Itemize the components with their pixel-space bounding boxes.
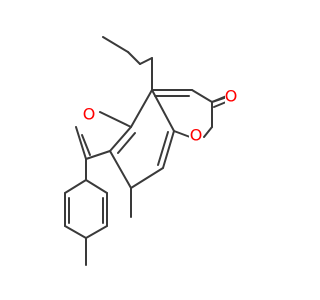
bond [151,89,175,132]
bond-lines [64,36,232,266]
bond [64,225,87,239]
atom-o-furan: O [82,105,96,124]
bond [75,126,87,160]
bond [173,130,191,138]
bond [85,150,111,160]
bond [81,134,91,156]
atom-label-o: O [190,126,203,145]
bond [117,132,136,154]
molecule-structure: O O O [64,36,238,266]
atom-labels: O O O [82,87,238,146]
bond [157,131,169,166]
bond [130,167,164,189]
bond [109,150,132,189]
bond [130,89,153,128]
bond [99,111,132,128]
atom-o-lactone-ring: O [189,126,203,146]
bond [85,225,108,239]
bond [64,179,87,194]
bond [127,51,141,65]
atom-label-o: O [83,105,96,124]
bond [191,89,213,103]
atom-label-o: O [225,87,238,106]
bond [162,130,175,169]
bond [102,36,129,53]
bond [203,126,213,138]
bond [139,57,153,65]
bond [85,179,108,194]
bond [109,126,132,152]
atom-o-carbonyl: O [225,87,238,106]
